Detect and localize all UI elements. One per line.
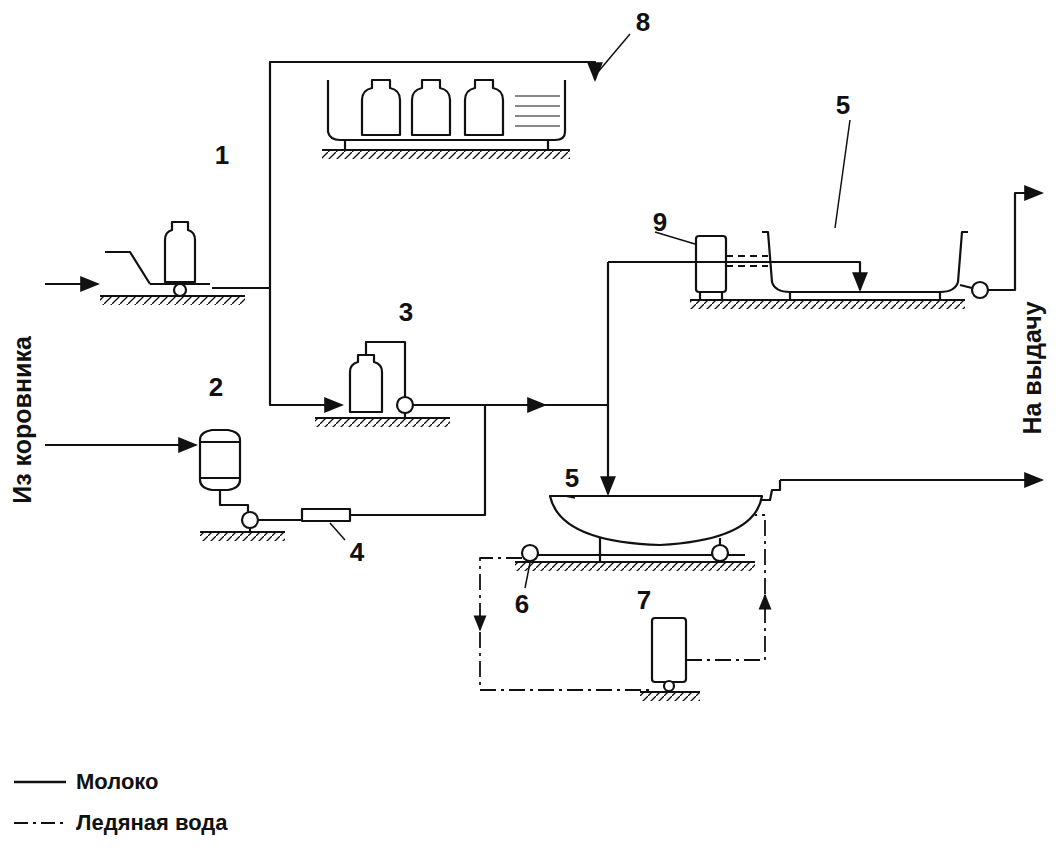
callout-number: 8: [636, 9, 650, 35]
ground-hatch: [100, 150, 965, 701]
callout-number: 3: [399, 299, 413, 325]
water-chiller: [652, 618, 686, 691]
filter-vessel: [200, 430, 258, 532]
cooling-bath: [328, 80, 565, 150]
legend-label: Ледяная вода: [76, 812, 228, 834]
callout-number: 6: [515, 591, 529, 617]
callout-number: 5: [836, 92, 850, 118]
can-pump: [350, 342, 413, 418]
leader-line: [330, 34, 850, 588]
callout-number: 9: [653, 209, 667, 235]
ice-water-pipe: [480, 515, 765, 690]
flow-label: Из коровника: [10, 336, 35, 504]
legend-label: Молоко: [76, 771, 159, 793]
milk-bowl-tank: [522, 480, 780, 562]
flow-arrow: [479, 615, 481, 630]
flow-label: На выдачу: [1020, 301, 1045, 434]
milk-tank: [696, 232, 988, 300]
callout-number: 4: [350, 539, 364, 565]
milk-pipe: [45, 62, 1042, 520]
milk-can-trolley: [105, 222, 210, 296]
plate-cooler: [302, 509, 350, 521]
legend-sample: [14, 782, 66, 823]
callout-number: 7: [637, 587, 651, 613]
flow-arrow: [764, 595, 766, 610]
callout-number: 5: [565, 465, 579, 491]
callout-number: 1: [215, 142, 229, 168]
callout-number: 2: [209, 374, 223, 400]
